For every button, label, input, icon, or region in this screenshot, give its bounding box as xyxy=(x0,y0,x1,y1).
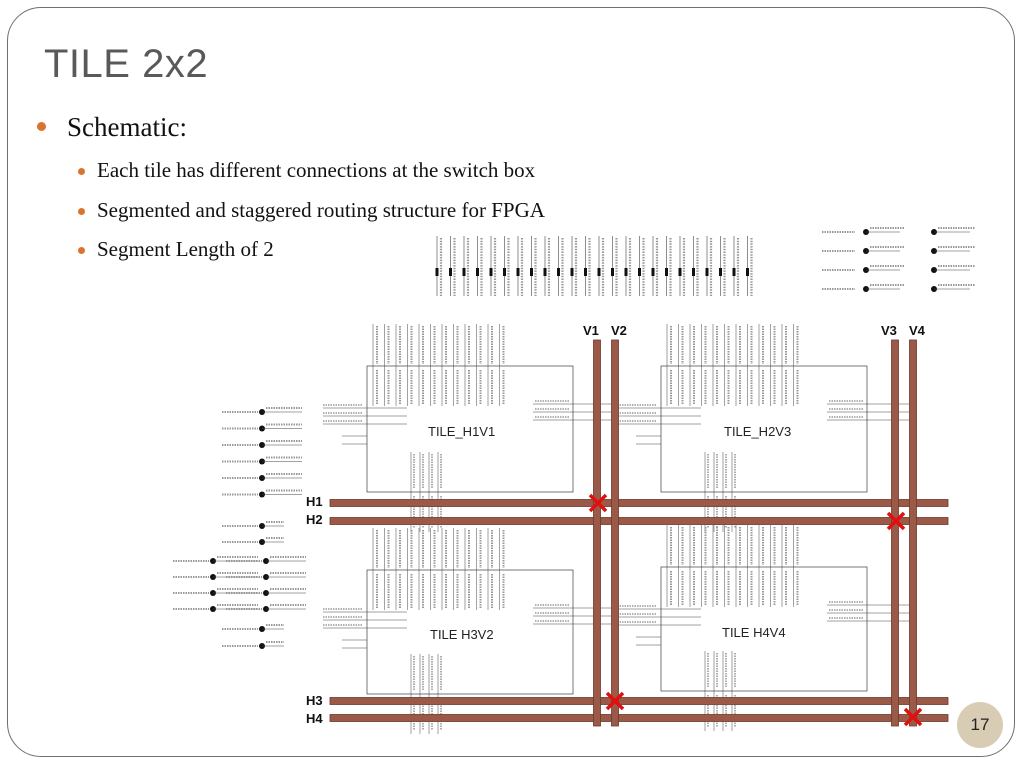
track-label-h3: H3 xyxy=(306,693,323,708)
sram-pin-marker xyxy=(597,268,601,276)
sram-pin-marker xyxy=(746,268,749,276)
tile-h4v4-box xyxy=(660,566,868,692)
sram-pin-marker xyxy=(678,268,682,276)
cross-stroke xyxy=(605,691,625,711)
sram-pin-marker xyxy=(611,268,614,276)
track-h4 xyxy=(329,714,949,722)
sram-pin-marker xyxy=(449,268,452,276)
sram-pin-strip xyxy=(435,236,753,296)
slide-title: TILE 2x2 xyxy=(44,42,209,86)
tile-name-h1v1: TILE_H1V1 xyxy=(428,424,495,439)
sub-bullet-2: Segmented and staggered routing structur… xyxy=(97,198,545,222)
sram-pin-marker xyxy=(530,268,533,276)
track-v4 xyxy=(909,339,917,727)
track-h2 xyxy=(329,517,949,525)
sram-pin-marker xyxy=(705,268,709,276)
bullet-main: Schematic: xyxy=(67,112,187,142)
sram-pin-marker xyxy=(692,268,695,276)
tile-h2v3-box xyxy=(660,365,868,493)
track-label-h4: H4 xyxy=(306,711,323,726)
sram-pin-marker xyxy=(570,268,574,276)
sram-pin-marker xyxy=(503,268,506,276)
track-v1 xyxy=(593,339,601,727)
sram-pin-marker xyxy=(476,268,479,276)
track-v3 xyxy=(891,339,899,727)
sub-bullet-dot xyxy=(78,168,85,175)
routing-tracks xyxy=(329,339,949,727)
tile-h3v2-box xyxy=(366,569,574,695)
track-label-v3: V3 xyxy=(881,323,897,338)
track-label-v1: V1 xyxy=(583,323,599,338)
bullet-dot xyxy=(37,122,46,131)
sram-pin-marker xyxy=(651,268,655,276)
slide-frame xyxy=(7,7,1015,757)
switch-cross-icon xyxy=(588,493,608,513)
track-label-v4: V4 xyxy=(909,323,926,338)
switch-cross-icon xyxy=(605,691,625,711)
cross-stroke xyxy=(903,707,923,727)
tile-name-h3v2: TILE H3V2 xyxy=(430,627,494,642)
sram-pin-marker xyxy=(435,268,439,276)
track-label-h2: H2 xyxy=(306,512,323,527)
sram-pin-marker xyxy=(732,268,736,276)
tile-name-h4v4: TILE H4V4 xyxy=(722,625,786,640)
tile-h1v1-box xyxy=(366,365,574,493)
sram-pin-marker xyxy=(584,268,587,276)
sram-pin-marker xyxy=(638,268,641,276)
sram-pin-marker xyxy=(719,268,722,276)
sub-bullet-3: Segment Length of 2 xyxy=(97,237,274,261)
switch-cross-icon xyxy=(903,707,923,727)
sram-pin-marker xyxy=(557,268,560,276)
wire-v-port-group xyxy=(822,227,975,292)
sub-bullet-1: Each tile has different connections at t… xyxy=(97,158,536,182)
track-h1 xyxy=(329,499,949,507)
switch-cross-icon xyxy=(886,511,906,531)
cross-stroke xyxy=(886,511,906,531)
sram-pin-marker xyxy=(489,268,493,276)
sub-bullet-dot xyxy=(78,247,85,254)
page-number: 17 xyxy=(957,702,1003,748)
sram-pin-marker xyxy=(543,268,547,276)
cross-stroke xyxy=(588,493,608,513)
left-port-group xyxy=(173,407,306,649)
sram-pin-marker xyxy=(462,268,466,276)
track-h3 xyxy=(329,697,949,705)
sram-pin-marker xyxy=(516,268,520,276)
track-label-h1: H1 xyxy=(306,494,323,509)
sub-bullet-dot xyxy=(78,208,85,215)
tile-name-h2v3: TILE_H2V3 xyxy=(724,424,791,439)
track-v2 xyxy=(611,339,619,727)
sram-pin-marker xyxy=(624,268,628,276)
track-label-v2: V2 xyxy=(611,323,627,338)
sram-pin-marker xyxy=(665,268,668,276)
cross-mark-group xyxy=(588,493,923,727)
